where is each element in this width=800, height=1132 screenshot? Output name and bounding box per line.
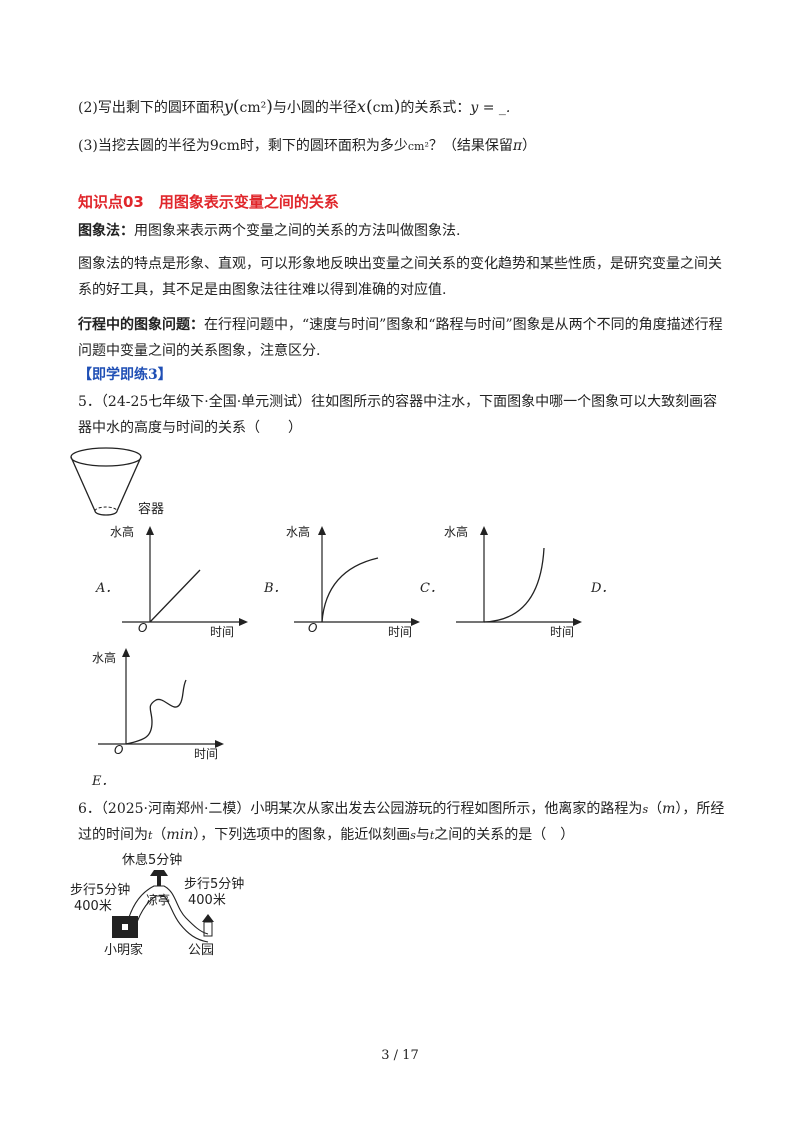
svg-text:O: O xyxy=(138,621,147,635)
definition-travel-graph: 行程中的图象问题：在行程问题中，“速度与时间”图象和“路程与时间”图象是从两个不… xyxy=(78,317,723,359)
rest-label: 休息5分钟 xyxy=(122,852,182,868)
definition-image-method: 图象法：用图象来表示两个变量之间的关系的方法叫做图象法. xyxy=(78,223,461,239)
practice-label: 【即学即练3】 xyxy=(78,367,172,383)
container-label: 容器 xyxy=(138,501,164,517)
page-number: 3 / 17 xyxy=(381,1048,419,1063)
graph-a: 水高 时间 O xyxy=(110,524,248,639)
walk-1-label: 步行5分钟 xyxy=(70,882,130,898)
svg-text:时间: 时间 xyxy=(388,625,412,639)
park-icon xyxy=(202,914,214,937)
problem-6-line-1: 6．（2025·河南郑州·二模）小明某次从家出发去公园游玩的行程如图所示，他离家… xyxy=(78,801,725,817)
graph-c: 水高 时间 xyxy=(444,524,582,639)
svg-text:时间: 时间 xyxy=(194,747,218,761)
answer-blank: y = _. xyxy=(470,100,511,116)
definition-characteristics: 图象法的特点是形象、直观，可以形象地反映出变量之间关系的变化趋势和某些性质，是研… xyxy=(78,256,722,298)
graph-b-curve xyxy=(321,557,379,623)
svg-text:水高: 水高 xyxy=(92,650,116,665)
pavilion-label: 凉亭 xyxy=(146,892,170,907)
walk-2-distance: 400米 xyxy=(188,893,226,908)
question-3: (3)当挖去圆的半径为9cm时，剩下的圆环面积为多少cm²？（结果保留π） xyxy=(78,138,537,154)
walk-2-label: 步行5分钟 xyxy=(184,876,244,892)
pavilion-icon xyxy=(150,870,168,886)
problem-6-line-2: 过的时间为t（min），下列选项中的图象，能近似刻画s与t之间的关系的是（ ） xyxy=(78,827,575,843)
graph-a-curve xyxy=(149,569,201,623)
option-d-label: D． xyxy=(591,581,615,596)
graph-e-curve xyxy=(125,679,187,745)
svg-text:O: O xyxy=(308,621,317,635)
section-title: 知识点03 用图象表示变量之间的关系 xyxy=(78,193,339,211)
option-e-label: E． xyxy=(92,774,115,789)
svg-text:时间: 时间 xyxy=(210,625,234,639)
svg-text:水高: 水高 xyxy=(286,524,310,539)
svg-text:水高: 水高 xyxy=(444,524,468,539)
walk-1-distance: 400米 xyxy=(74,899,112,914)
svg-text:时间: 时间 xyxy=(550,625,574,639)
graph-b: 水高 时间 O xyxy=(286,524,420,639)
svg-text:水高: 水高 xyxy=(110,524,134,539)
svg-text:O: O xyxy=(114,743,123,757)
container-figure: 容器 xyxy=(70,447,164,517)
question-2: (2)写出剩下的圆环面积y(cm²)与小圆的半径x(cm)的关系式：y = _. xyxy=(78,97,511,117)
park-label: 公园 xyxy=(188,943,214,958)
option-c-label: C． xyxy=(420,581,443,596)
option-b-label: B． xyxy=(264,581,287,596)
home-label: 小明家 xyxy=(104,942,143,958)
problem-5-text: 5．（24-25七年级下·全国·单元测试）往如图所示的容器中注水，下面图象中哪一… xyxy=(78,394,718,436)
route-diagram: 休息5分钟 步行5分钟 400米 步行5分钟 400米 凉亭 小明家 公园 xyxy=(70,852,244,958)
option-a-label: A． xyxy=(96,581,119,596)
graph-c-curve xyxy=(483,547,545,623)
graph-e: 水高 时间 O xyxy=(92,648,224,761)
home-icon xyxy=(112,916,138,938)
